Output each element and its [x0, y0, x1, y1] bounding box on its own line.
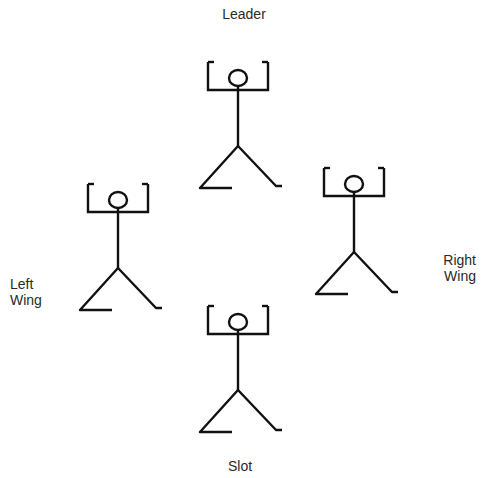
right-wing-figure — [316, 168, 398, 294]
leader-figure — [200, 62, 282, 188]
position-label: Slot — [220, 458, 260, 474]
position-label: Leader — [214, 6, 274, 22]
position-label: Right Wing — [432, 252, 476, 284]
position-label: Left Wing — [10, 276, 52, 308]
slot-figure — [200, 306, 282, 432]
left-wing-figure — [80, 184, 162, 310]
